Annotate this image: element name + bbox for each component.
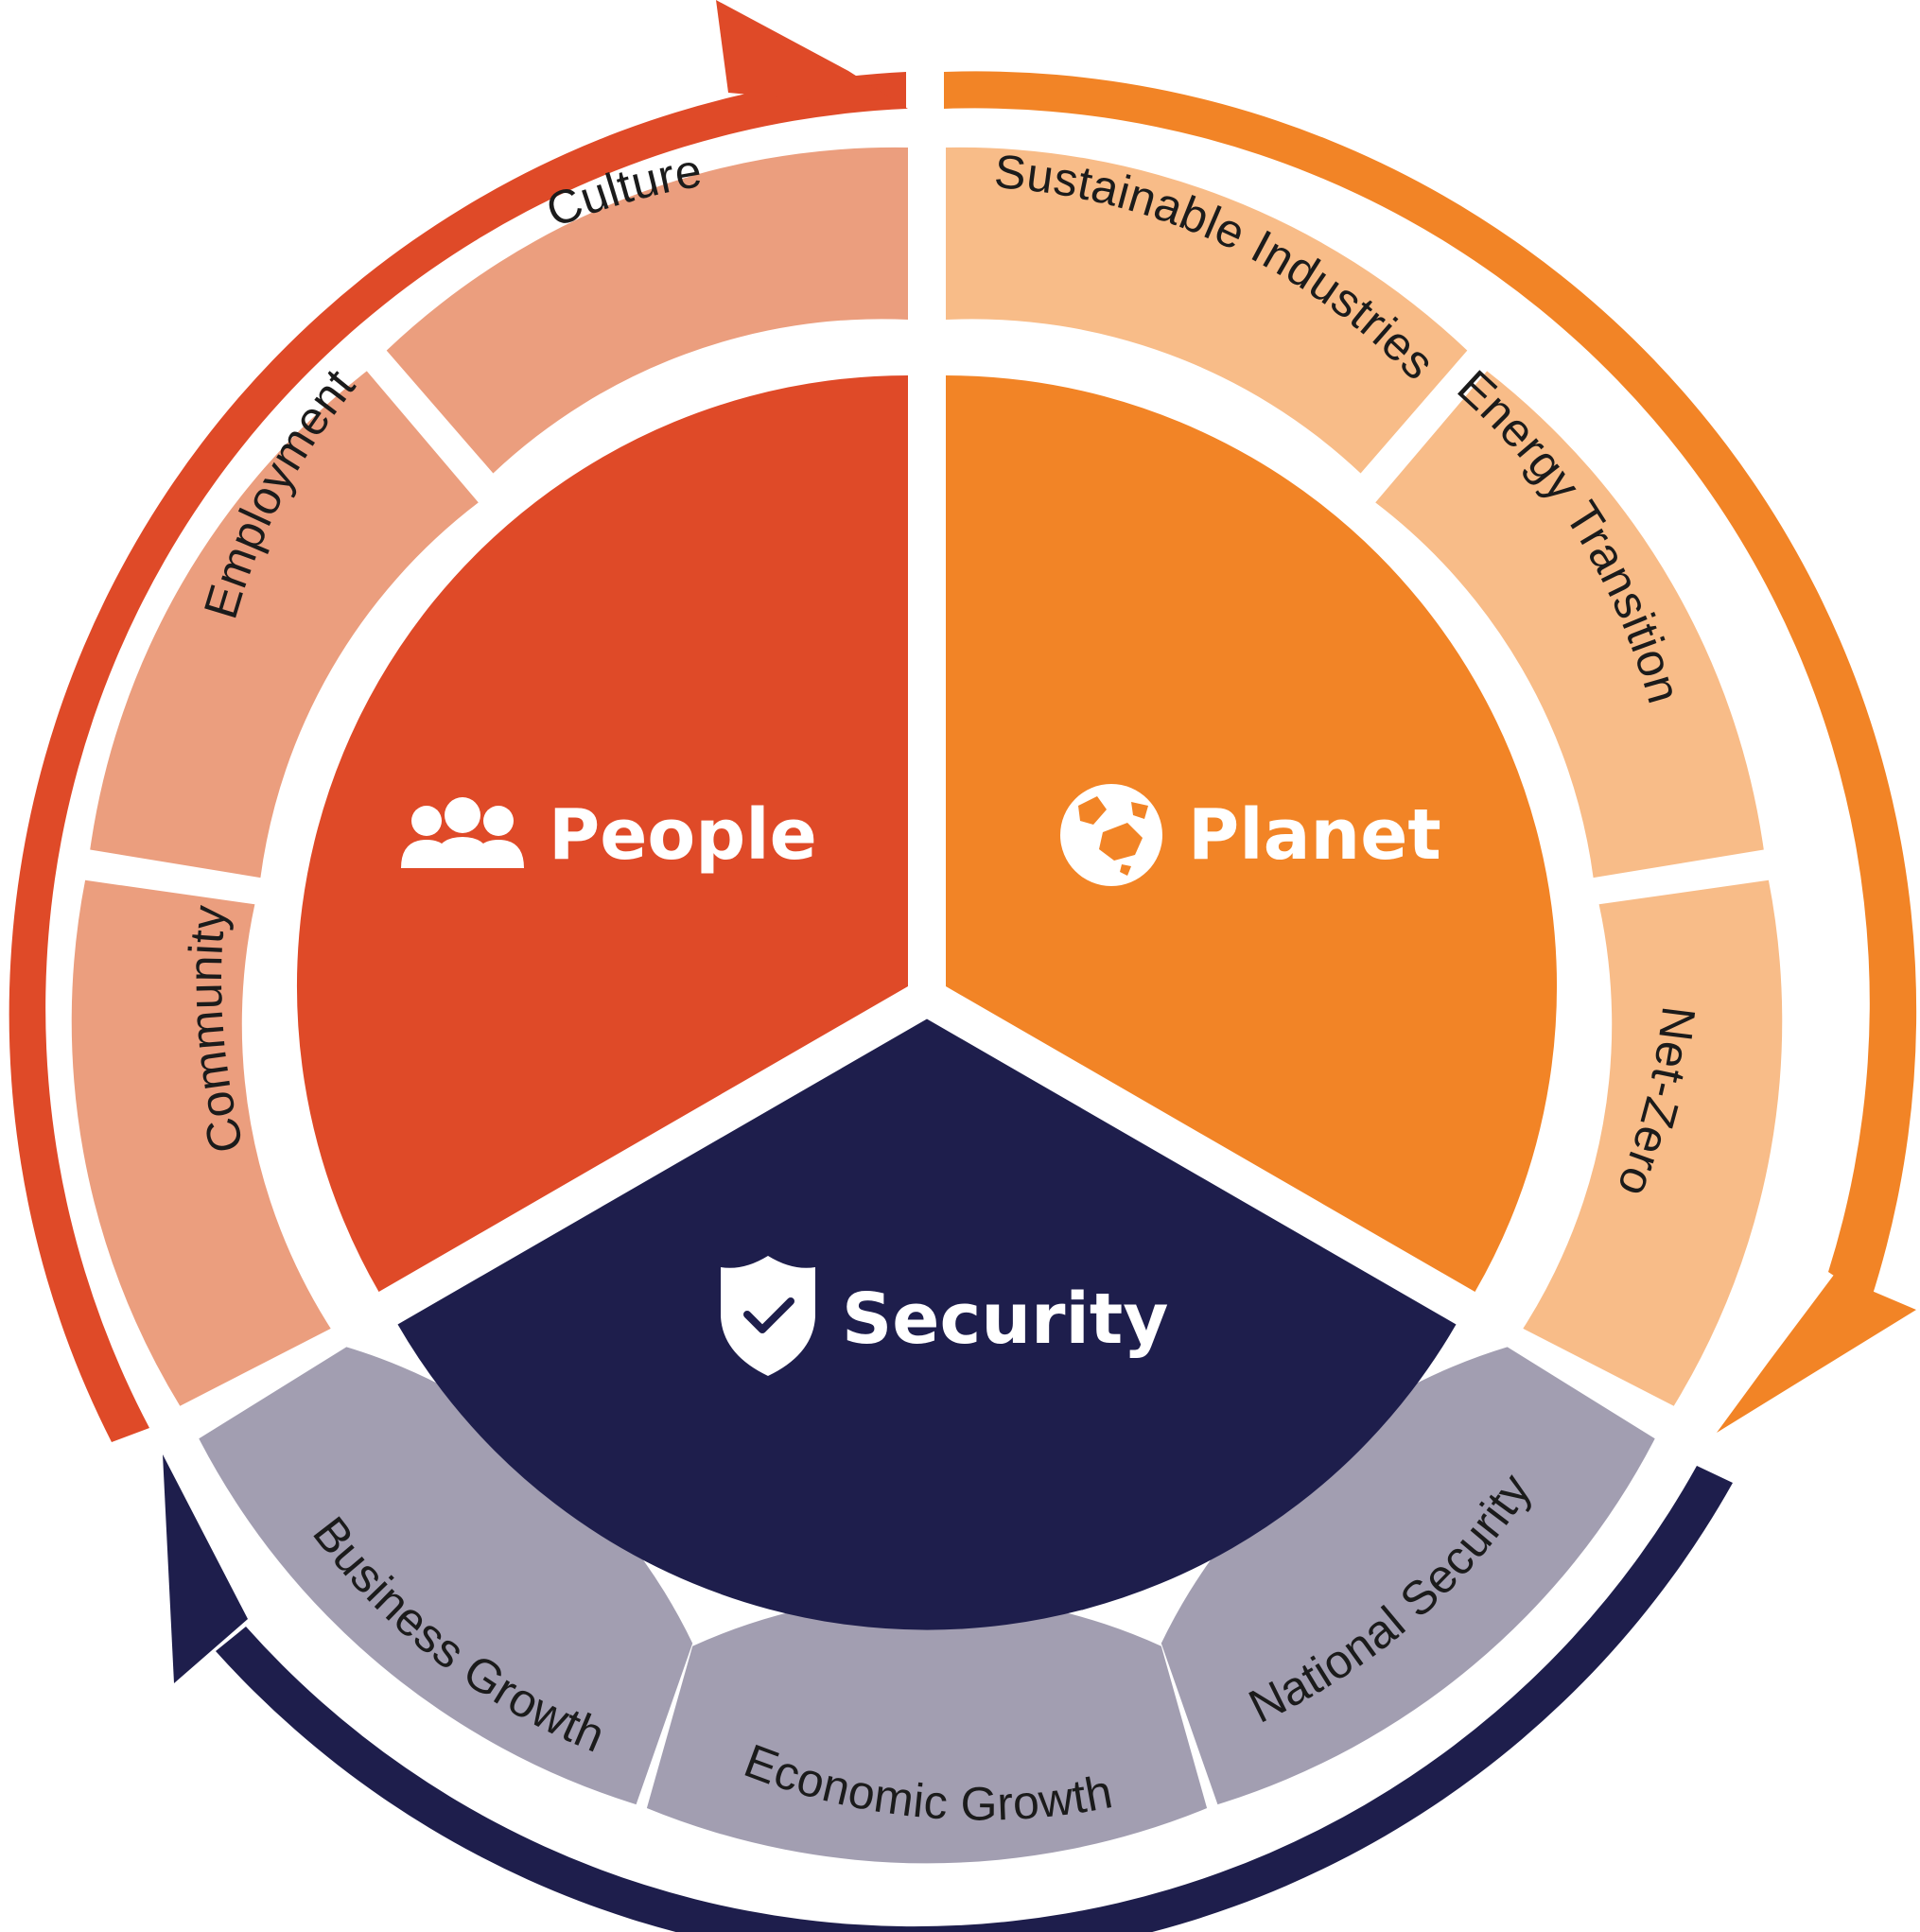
ring-segment-net-zero	[1523, 879, 1783, 1406]
ring-segment-business-growth	[199, 1347, 693, 1805]
people-arrowhead-icon	[716, 0, 908, 109]
shield-check-icon	[721, 1256, 815, 1376]
ring-segment-community	[71, 879, 331, 1406]
planet-arrowhead-icon	[1717, 1275, 1916, 1433]
core-sector-people	[296, 375, 908, 1292]
core-label-security: Security	[842, 1279, 1169, 1360]
core-sector-planet	[946, 375, 1558, 1292]
ring-segment-economic-growth	[646, 1594, 1208, 1864]
core-sector-security	[397, 1018, 1457, 1630]
ring-segment-national-security	[1161, 1347, 1655, 1805]
cycle-arrows	[9, 0, 1917, 1932]
people-group-icon	[401, 797, 524, 868]
ring-segment-energy-transition	[1375, 371, 1764, 879]
security-cycle-arrow	[216, 1466, 1733, 1932]
people-cycle-arrow	[9, 72, 907, 1442]
ring-segment-culture	[386, 147, 908, 474]
middle-ring	[71, 147, 1783, 1864]
ring-segment-employment	[90, 371, 479, 879]
core-label-people: People	[549, 794, 817, 876]
globe-icon	[1060, 784, 1162, 886]
security-arrowhead-icon	[163, 1454, 248, 1683]
ring-segment-sustainable-industries	[946, 147, 1468, 474]
core-label-planet: Planet	[1188, 794, 1441, 876]
core-pie	[296, 375, 1558, 1630]
